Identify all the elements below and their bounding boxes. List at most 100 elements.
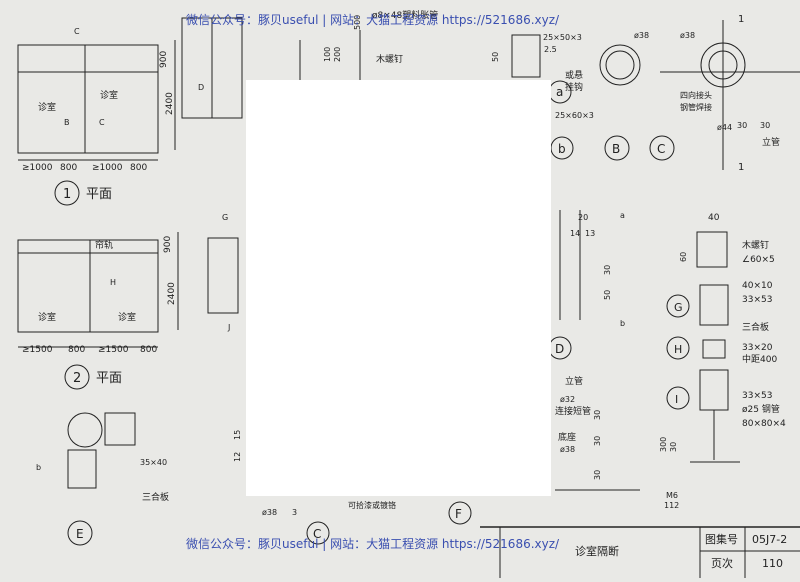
right-bolt: M6 <box>666 491 678 500</box>
title-block: 诊室隔断 图集号 05J7-2 页次 110 <box>575 532 787 570</box>
detail-c-steel: 钢管焊接 <box>680 102 712 112</box>
right-pipe: ø25 钢管 <box>742 403 780 415</box>
right-width: 40 <box>708 213 720 223</box>
plan2-bubble-j: J <box>227 323 230 332</box>
plan2-rail-label: 帘轨 <box>95 239 113 251</box>
detail-big-b-bubble: B <box>612 142 620 156</box>
detail-c-pipe-bottom: ø44 <box>717 123 732 132</box>
mid-dim-50: 50 <box>603 290 612 300</box>
right-bubble-h: H <box>674 343 682 356</box>
plan2-number-bubble <box>64 364 90 390</box>
mid-pipe32: ø32 <box>560 395 575 404</box>
plan1-dim-3: ≥1000 <box>92 163 123 173</box>
mid-bubble-d: D <box>555 342 564 356</box>
drawing-title: 诊室隔断 <box>575 544 619 558</box>
mid-dim-20: 20 <box>578 213 588 222</box>
bottom-bubble-c: C <box>313 527 321 541</box>
plan1-bubble-d: D <box>198 83 204 92</box>
right-dim-33x20: 33×20 <box>742 343 773 353</box>
mid-vdim-1: 30 <box>593 410 602 420</box>
bottom-small-3: 3 <box>292 508 297 517</box>
plan1-number: 1 <box>63 187 71 202</box>
plan2-room-right: 诊室 <box>118 311 136 323</box>
mid-dim-30: 30 <box>603 265 612 275</box>
detail-c-section-top: 1 <box>738 14 744 25</box>
plan1-outline <box>17 44 159 154</box>
detail-a-hook: 挂钩 <box>565 81 583 93</box>
mid-column: 立管 <box>565 375 583 387</box>
plan2-dim-3: ≥1500 <box>98 345 129 355</box>
detail-c-dim-2: 30 <box>760 121 770 130</box>
plan2-title: 平面 <box>96 371 122 386</box>
detail-e-dim: 35×40 <box>140 458 167 467</box>
mid-bubble-f: F <box>455 507 462 521</box>
mid-vdim-3: 30 <box>593 470 602 480</box>
watermark-bottom: 微信公众号：豚贝useful | 网站：大猫工程资源 https://52168… <box>186 536 560 551</box>
mid-pipe38: ø38 <box>560 445 575 454</box>
plan2-dim-side: 2400 <box>167 282 177 305</box>
detail-c-bubble: C <box>657 142 665 156</box>
detail-e-dim-12: 12 <box>233 452 242 462</box>
right-dim-300: 300 <box>659 437 668 452</box>
plan1-dim-1: ≥1000 <box>22 163 53 173</box>
top-dim-50: 50 <box>491 52 500 62</box>
plan1-bubble-b: B <box>64 118 70 127</box>
right-dim-30: 30 <box>669 442 678 452</box>
plan2-dim-top: 900 <box>163 236 173 253</box>
plan1-dim-4: 800 <box>130 163 147 173</box>
mid-connector: 连接短管 <box>555 405 591 417</box>
plan1-title: 平面 <box>86 187 112 202</box>
bottom-dim-38: ø38 <box>262 508 277 517</box>
plan2-number: 2 <box>73 371 81 386</box>
bottom-note: 可拾漆或镀铬 <box>348 500 396 510</box>
mid-dim-14: 14 <box>570 229 580 238</box>
detail-e-dim-15: 15 <box>233 430 242 440</box>
plan1-dim-top: 900 <box>159 51 169 68</box>
plan1-bubble-c: C <box>99 118 105 127</box>
detail-a-plate-bottom: 25×60×3 <box>555 111 594 120</box>
detail-e-bubble-b: b <box>36 463 41 472</box>
plan2-bubble-g: G <box>222 213 228 222</box>
detail-b-pipe: ø38 <box>634 31 649 40</box>
right-dim-33x53-a: 33×53 <box>742 295 772 305</box>
top-dim-500: 500 <box>353 15 362 30</box>
right-spacing: 中距400 <box>742 353 777 365</box>
plan1-bubble-c-top: C <box>74 27 80 36</box>
blank-redacted-area <box>246 80 551 496</box>
plan2-outline <box>17 239 159 333</box>
mid-vdim-2: 30 <box>593 436 602 446</box>
top-dim-100: 100 <box>323 47 332 62</box>
detail-c-dim-1: 30 <box>737 121 747 130</box>
plan1-room-right: 诊室 <box>100 89 118 101</box>
detail-c-section-bottom: 1 <box>738 162 744 173</box>
mid-base: 底座 <box>558 431 576 443</box>
detail-a-dim: 2.5 <box>544 45 557 54</box>
right-dim-33x53-b: 33×53 <box>742 391 772 401</box>
detail-c-pipe-top: ø38 <box>680 31 695 40</box>
detail-e-label: E <box>76 527 84 541</box>
detail-c-joint: 四向接头 <box>680 90 712 100</box>
atlas-value: 05J7-2 <box>752 533 787 546</box>
detail-c-column: 立管 <box>762 136 780 148</box>
detail-b-small-bubble: b <box>558 142 566 156</box>
right-bolt-len: 112 <box>664 501 679 510</box>
detail-e-bubble <box>67 520 93 546</box>
mid-bubble-b: b <box>620 319 625 328</box>
plan1-room-left: 诊室 <box>38 101 56 113</box>
mid-dim-13: 13 <box>585 229 595 238</box>
right-angle: ∠60×5 <box>742 255 775 265</box>
plan2-dim-1: ≥1500 <box>22 345 53 355</box>
plan2-room-left: 诊室 <box>38 311 56 323</box>
page-label: 页次 <box>711 556 733 570</box>
detail-a-bubble: a <box>556 85 563 99</box>
plan1-number-bubble <box>54 180 80 206</box>
plan1-dim-side: 2400 <box>165 92 175 115</box>
plan2-dim-4: 800 <box>140 345 157 355</box>
mid-bubble-a: a <box>620 211 625 220</box>
right-base: 80×80×4 <box>742 419 786 429</box>
anchor-note: ø8×48塑料胀管 <box>372 9 438 21</box>
right-bubble-g: G <box>674 301 683 314</box>
detail-e-plywood: 三合板 <box>142 491 169 503</box>
